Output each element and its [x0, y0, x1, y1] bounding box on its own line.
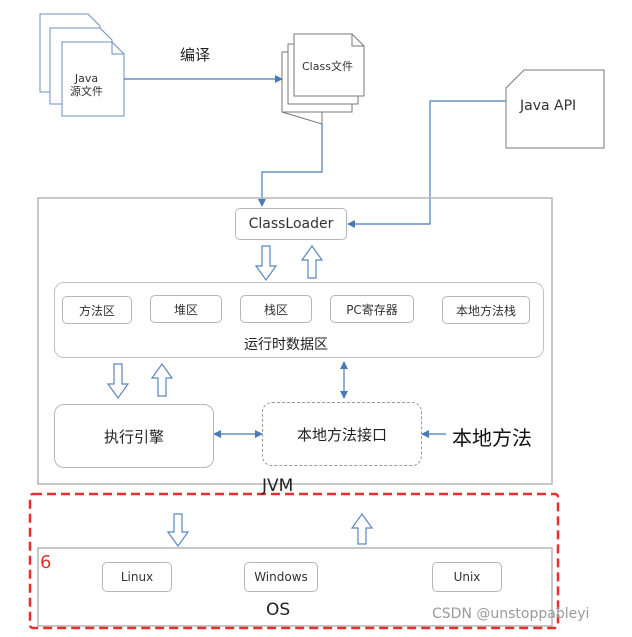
- runtime-item-label: 方法区: [78, 303, 115, 318]
- runtime-item-pc-register: PC寄存器: [330, 295, 414, 323]
- native-method-label: 本地方法: [452, 426, 532, 450]
- os-item-linux: Linux: [102, 562, 172, 592]
- java-source-file-icon: [39, 13, 125, 117]
- exec-engine-box: 执行引擎: [54, 404, 214, 468]
- os-item-label: Unix: [453, 570, 481, 584]
- api-to-loader-arrow: [347, 100, 506, 228]
- watermark: CSDN @unstoppableyi: [432, 606, 590, 622]
- os-item-windows: Windows: [244, 562, 318, 592]
- os-item-label: Windows: [254, 570, 308, 584]
- java-source-label: Java 源文件: [70, 72, 103, 98]
- compile-label: 编译: [180, 46, 211, 64]
- up-hollow-arrow: [300, 244, 324, 279]
- down-hollow-arrow: [254, 245, 278, 282]
- runtime-item-method-area: 方法区: [62, 296, 132, 324]
- runtime-item-native-stack: 本地方法栈: [442, 296, 530, 324]
- jvm-box: [37, 197, 553, 485]
- classloader-box: ClassLoader: [235, 208, 347, 240]
- up-hollow-arrow-3: [350, 512, 374, 545]
- os-label: OS: [266, 600, 291, 620]
- down-hollow-arrow-3: [166, 513, 190, 548]
- class-file-icon: [281, 33, 365, 125]
- runtime-item-stack: 栈区: [240, 295, 312, 323]
- runtime-area-title: 运行时数据区: [244, 337, 328, 353]
- runtime-item-label: 本地方法栈: [455, 303, 516, 318]
- os-number: 6: [40, 552, 52, 573]
- runtime-item-label: 堆区: [173, 302, 198, 317]
- class-file-label: Class文件: [302, 60, 353, 73]
- java-api-card-icon: [505, 69, 605, 149]
- os-item-label: Linux: [120, 570, 154, 584]
- down-hollow-arrow-2: [106, 363, 130, 400]
- runtime-item-label: 栈区: [263, 302, 288, 317]
- os-highlight-dashed: [28, 492, 560, 630]
- native-interface-label: 本地方法接口: [296, 425, 387, 444]
- runtime-item-label: PC寄存器: [346, 302, 398, 317]
- os-item-unix: Unix: [432, 562, 502, 592]
- jvm-label: JVM: [262, 476, 294, 496]
- runtime-item-heap: 堆区: [150, 295, 222, 323]
- os-box: [37, 547, 553, 627]
- native-interface-box: 本地方法接口: [262, 402, 422, 466]
- exec-engine-label: 执行引擎: [103, 427, 164, 446]
- up-hollow-arrow-2: [150, 362, 174, 397]
- classfile-to-loader-arrow: [258, 124, 323, 207]
- classloader-label: ClassLoader: [248, 216, 334, 232]
- java-api-label: Java API: [520, 98, 577, 114]
